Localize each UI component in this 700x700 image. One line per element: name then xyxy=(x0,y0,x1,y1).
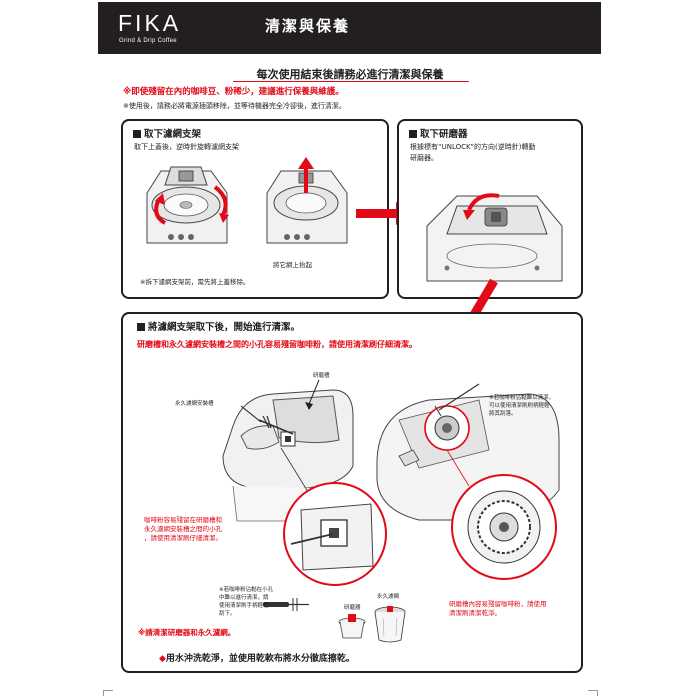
machine-lift-filter-illustration xyxy=(266,157,348,244)
note-unplug: ※使用後，請務必將電源插頭移除，並等待機器完全冷卻後，進行清潔。 xyxy=(123,102,346,110)
headline-underline xyxy=(233,81,469,82)
note-maintenance: ※即使殘留在內的咖啡豆、粉稀少，建議進行保養與維護。 xyxy=(123,87,344,97)
machine-cleaning-illustration xyxy=(222,379,354,522)
label-filter: 永久濾網 xyxy=(377,594,400,600)
page-title: 清潔與保養 xyxy=(265,17,351,35)
step2-desc-line1: 根據標有“UNLOCK”的方向(逆時針)轉動 xyxy=(410,143,536,151)
clean-parts-note: ※請清潔研磨器和永久濾網。 xyxy=(138,628,236,637)
crop-mark-left xyxy=(103,690,113,696)
left-hole-note: 咖啡粉容易殘留在研磨槽和 永久濾網安裝槽之間的小孔 ，請使用清潔刷仔細清潔。 xyxy=(144,516,222,542)
step3-title: 將濾網支架取下後，開始進行清潔。 xyxy=(137,319,300,333)
step2-desc-line2: 研磨器。 xyxy=(410,154,438,162)
square-bullet-icon xyxy=(133,130,141,138)
filter-part-illustration xyxy=(374,606,406,643)
right-top-note: ※若咖啡粉沾黏難以清潔， 可以使用清潔刷刷柄輕輕 將其刮落。 xyxy=(489,395,555,417)
rinse-instruction: ◆用水沖洗乾淨，並使用乾軟布將水分徹底擦乾。 xyxy=(159,654,355,664)
zoom-burr-illustration xyxy=(451,474,557,580)
label-grinder: 研磨器 xyxy=(344,605,361,611)
right-bottom-note: 研磨槽內容易殘留咖啡粉，請使用 清潔刷清潔乾淨。 xyxy=(449,600,547,617)
zoom-hole-illustration xyxy=(283,482,387,586)
step1-footnote: ※拆下濾網支架前，需先將上蓋移除。 xyxy=(140,278,250,286)
grinder-part-illustration xyxy=(338,614,366,639)
machine-top-open-illustration xyxy=(146,166,229,244)
lift-caption: 將它網上抬起 xyxy=(273,261,312,269)
diamond-bullet-icon: ◆ xyxy=(159,654,166,664)
step-remove-filter-holder: 取下濾網支架 取下上蓋後，逆時針旋轉濾網支架 將它網上抬起 ※拆下濾網支架前，需… xyxy=(121,119,389,299)
square-bullet-icon xyxy=(137,323,145,331)
label-filter-slot: 永久濾網安裝槽 xyxy=(175,401,214,407)
grinder-unlock-illustration xyxy=(426,193,563,282)
crop-mark-right xyxy=(588,690,598,696)
cleaning-brush-icon xyxy=(263,598,309,611)
brand-tagline: Grind & Drip Coffee xyxy=(119,38,177,44)
step-remove-grinder: 取下研磨器 根據標有“UNLOCK”的方向(逆時針)轉動 研磨器。 xyxy=(397,119,583,299)
brand-logo: FIKA xyxy=(118,10,182,36)
step2-title: 取下研磨器 xyxy=(409,126,468,140)
headline: 每次使用結束後請務必進行清潔與保養 xyxy=(256,68,444,81)
step-cleaning: 將濾網支架取下後，開始進行清潔。 研磨槽和永久濾網安裝槽之間的小孔容易殘留咖啡粉… xyxy=(121,312,583,673)
header-bar xyxy=(98,2,601,54)
step3-subtitle: 研磨槽和永久濾網安裝槽之間的小孔容易殘留咖啡粉，請使用清潔刷仔細清潔。 xyxy=(137,340,417,349)
label-grinder-slot: 研磨槽 xyxy=(313,373,330,379)
square-bullet-icon xyxy=(409,130,417,138)
step1-title: 取下濾網支架 xyxy=(133,126,201,140)
step1-desc: 取下上蓋後，逆時針旋轉濾網支架 xyxy=(134,143,239,151)
bottom-hole-note: ※若咖啡粉沾黏在小孔 中難以進行清潔，請 使用清潔刷手柄輕輕 刮下。 xyxy=(219,587,274,617)
